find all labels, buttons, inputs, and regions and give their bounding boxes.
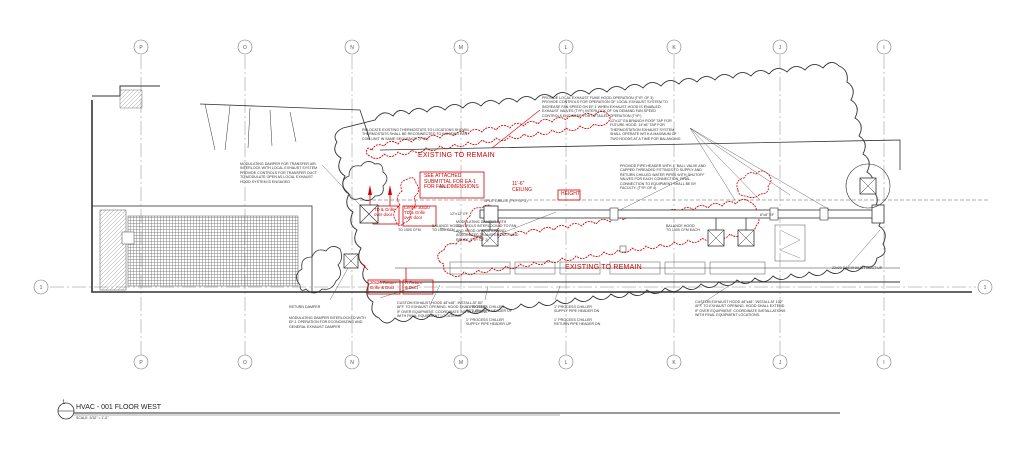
grid-bubble-bottom-P-circle: [133, 354, 149, 370]
red-arrows: [368, 185, 392, 195]
grid-bubble-top-K-circle: [666, 39, 682, 55]
row-bubble-left: 1: [33, 279, 49, 295]
grid-bubble-bottom-I-label: I: [883, 360, 884, 366]
leader-lines: [321, 127, 881, 306]
note-chiller-return-right: 1" PROCESS CHILLER RETURN PIPE HEADER DN: [554, 318, 601, 327]
grid-bubble-bottom-M-label: M: [459, 360, 463, 366]
grid-bubble-top-M-label: M: [459, 45, 463, 51]
note-balance-hood-right: BALANCE HOOD TO 1500 CFM EACH: [666, 224, 700, 233]
return-grille-right: R Return & Duct: [405, 280, 423, 290]
note-ef-12: 12"x12" EF: [450, 212, 468, 216]
stair-top: [119, 89, 143, 109]
grid-bubble-top-O-circle: [237, 39, 253, 55]
ea1-submittal-note: SEE ATTACHED SUBMITTAL FOR EA-1 FOR FAN …: [424, 173, 479, 191]
grid-bubble-top-I-label: I: [883, 45, 884, 51]
grid-bubble-bottom-J-circle: [772, 354, 788, 370]
drawing-title: HVAC - 001 FLOOR WEST: [76, 404, 162, 411]
column-grid-lines: [140, 55, 885, 355]
note-chiller-supply-left: 1" PROCESS CHILLER SUPPLY PIPE HEADER UP: [466, 318, 512, 327]
grid-bubble-bottom-N-label: N: [350, 360, 354, 366]
note-future-hood: 12"x12" EA BRANCH ROOF TAP FOR FUTURE HO…: [610, 119, 681, 141]
grid-bubble-bottom-L-circle: [558, 354, 574, 370]
note-ea1: EA-1: [440, 185, 448, 189]
grid-bubble-top-L-label: L: [565, 45, 568, 51]
ceiling-note: 11'-6" CEILING: [512, 181, 533, 193]
existing-to-remain-top: EXISTING TO REMAIN: [418, 152, 495, 159]
note-fume-hood: PROVIDE LOCAL EXHAUST FUME HOOD OPERATIO…: [542, 96, 668, 118]
column-box: [121, 231, 135, 245]
ea1-submittal-box: [419, 171, 485, 199]
note-chiller-supply-right: 1" PROCESS CHILLER SUPPLY PIPE HEADER DN: [554, 305, 600, 314]
red-cloud-left-v: [393, 177, 419, 226]
td-grille-right: Center 30x20 TD & Grille over door: [404, 205, 430, 220]
row-label-right: 1: [984, 285, 987, 291]
equipment-outlines: [449, 224, 806, 275]
grid-bubble-bottom-K-circle: [666, 354, 682, 370]
note-balance-hood-left: BALANCE HOOD TO 1500 CFM: [432, 224, 461, 233]
revision-cloud-large: [334, 62, 886, 324]
note-split-grills: SPLIT GRILLS (TYP. OF 2): [484, 199, 528, 203]
return-grille-left: 20x20 Return Grille & Duct: [370, 280, 396, 290]
note-modulating-transfer: MODULATING DAMPER FOR TRANSFER AIR. INTE…: [240, 162, 318, 184]
height-box: [557, 189, 581, 201]
grid-bubble-bottom-N-circle: [344, 354, 360, 370]
return-grille-left-box: [367, 279, 401, 295]
drawing-scale: SCALE: 3/32" = 1'-0": [76, 416, 109, 420]
grid-bubble-top-I-circle: [876, 39, 892, 55]
row-bubble-right: 1: [977, 279, 993, 295]
existing-to-remain-bottom: EXISTING TO REMAIN: [565, 264, 642, 271]
note-pipe-header: PROVIDE PIPE HEADER WITH 1" BALL VALVE A…: [620, 164, 706, 191]
red-cloud-top: [365, 111, 611, 159]
revision-cloud-top-left: [342, 161, 388, 201]
note-return-damper: RETURN DAMPER: [289, 305, 321, 309]
note-relocate-thermostats: RELOCATE EXISTING THERMOSTATS TO LOCATIO…: [362, 128, 470, 141]
grid-bubble-top-O-label: O: [243, 45, 247, 51]
row-label-left: 1: [40, 285, 43, 291]
td-grille-right-box: [402, 205, 437, 227]
exhaust-duct-main: [343, 163, 891, 269]
note-to-1500: TO 1500 CFM: [398, 228, 421, 232]
stair-area: [99, 209, 127, 291]
grid-bubble-top-J-circle: [772, 39, 788, 55]
grid-bubble-top-P-circle: [133, 39, 149, 55]
drawing-title-block: [57, 402, 840, 420]
td-grille-left: TD & Grille over door: [374, 207, 396, 217]
grid-bubble-top-N-label: N: [350, 45, 354, 51]
grid-bubble-top-K-label: K: [672, 45, 676, 51]
note-exhaust-duct-up: 22x20 EA EXHAUST DUCT UP: [832, 266, 883, 270]
grid-bubble-top-N-circle: [344, 39, 360, 55]
return-grille-right-box: [402, 279, 434, 295]
revision-cloud-left: [296, 246, 342, 294]
note-modulating-interlocked: MODULATING DAMPER WITH CONTROLS INTERLOC…: [456, 220, 519, 242]
note-chiller-return-left: 1" PROCESS CHILLER RETURN PIPE HEADER UP: [466, 305, 513, 314]
note-modulating-return: MODULATING DAMPER INTERLOCKED WITH EF-1 …: [289, 316, 366, 329]
grid-bubble-bottom-K-label: K: [672, 360, 676, 366]
grid-bubble-top-M-circle: [453, 39, 469, 55]
grid-bubble-bottom-O-label: O: [243, 360, 247, 366]
grid-bubble-top-J-label: J: [779, 45, 782, 51]
note-custom-hood-right: CUSTOM EXHAUST HOOD 48"x48". INSTALL AT …: [695, 300, 786, 318]
grid-bubble-bottom-M-circle: [453, 354, 469, 370]
title-number: 1: [62, 400, 66, 406]
height-label: HEIGHT: [561, 191, 580, 197]
grid-bubble-bottom-L-label: L: [565, 360, 568, 366]
grid-bubble-bottom-J-label: J: [779, 360, 782, 366]
grid-bubble-bottom-O-circle: [237, 354, 253, 370]
grid-bubble-bottom-P-label: P: [139, 360, 143, 366]
red-cloud-bottom: [437, 199, 760, 277]
red-cloud-right: [736, 170, 772, 198]
hatched-room: [127, 215, 299, 287]
note-custom-hood-left: CUSTOM EXHAUST HOOD 48"x48". INSTALL AT …: [397, 301, 488, 319]
grid-bubble-top-L-circle: [558, 39, 574, 55]
grid-bubble-bottom-I-circle: [876, 354, 892, 370]
note-ef-8: 8"x8" EF: [760, 213, 774, 217]
grid-bubble-top-P-label: P: [139, 45, 143, 51]
